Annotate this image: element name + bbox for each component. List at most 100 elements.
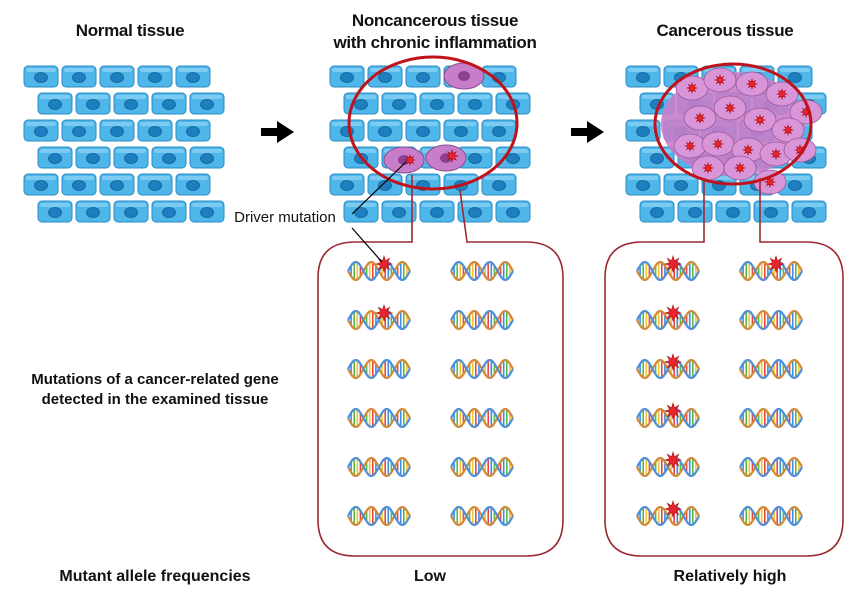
dna-helix xyxy=(347,260,411,282)
row-label-line1: Mutations of a cancer-related gene xyxy=(31,371,279,388)
dna-helix xyxy=(450,456,514,478)
epithelial-cell xyxy=(715,200,751,223)
epithelial-cell xyxy=(625,173,661,196)
driver-mutation-pointer-2 xyxy=(351,227,383,263)
mutation-star xyxy=(685,81,699,95)
normal-tissue xyxy=(23,65,225,223)
driver-mutation-star xyxy=(663,352,683,372)
epithelial-cell xyxy=(443,119,479,142)
mutation-star xyxy=(444,148,460,164)
epithelial-cell xyxy=(189,200,225,223)
epithelial-cell xyxy=(381,92,417,115)
epithelial-cell xyxy=(405,119,441,142)
dna-helix xyxy=(636,260,700,282)
epithelial-cell xyxy=(405,173,441,196)
epithelial-cell xyxy=(639,200,675,223)
dna-helix xyxy=(450,260,514,282)
inflamed-tissue xyxy=(329,55,531,223)
callout-box-high-outline xyxy=(604,178,844,557)
epithelial-cell xyxy=(481,173,517,196)
epithelial-cell xyxy=(151,92,187,115)
dna-helix xyxy=(347,407,411,429)
epithelial-cell xyxy=(457,200,493,223)
driver-mutation-star xyxy=(374,303,394,323)
driver-mutation-star xyxy=(766,254,786,274)
epithelial-cell xyxy=(329,119,365,142)
epithelial-cell xyxy=(329,65,365,88)
epithelial-cell xyxy=(663,173,699,196)
epithelial-cell xyxy=(61,119,97,142)
epithelial-cell xyxy=(137,119,173,142)
epithelial-cell xyxy=(75,146,111,169)
dna-helix xyxy=(739,505,803,527)
epithelial-cell xyxy=(343,200,379,223)
epithelial-cell xyxy=(419,92,455,115)
mutation-star xyxy=(711,137,725,151)
mutation-star xyxy=(769,147,783,161)
epithelial-cell xyxy=(367,119,403,142)
epithelial-cell xyxy=(99,65,135,88)
epithelial-cell xyxy=(791,200,827,223)
dna-helix xyxy=(739,456,803,478)
epithelial-cell xyxy=(151,200,187,223)
epithelial-cell xyxy=(113,200,149,223)
mutation-star xyxy=(683,139,697,153)
epithelial-cell xyxy=(175,173,211,196)
epithelial-cell xyxy=(457,92,493,115)
epithelial-cell xyxy=(189,146,225,169)
epithelial-cell xyxy=(113,92,149,115)
epithelial-cell xyxy=(367,65,403,88)
epithelial-cell xyxy=(329,173,365,196)
mutation-star xyxy=(701,161,715,175)
driver-mutation-star xyxy=(663,254,683,274)
dna-helix xyxy=(347,505,411,527)
epithelial-cell xyxy=(37,146,73,169)
epithelial-cell xyxy=(405,65,441,88)
dna-helix xyxy=(450,309,514,331)
mutation-star xyxy=(741,143,755,157)
epithelial-cell xyxy=(23,65,59,88)
progression-arrow-2 xyxy=(571,121,604,143)
inflammation-circle xyxy=(347,55,519,191)
driver-mutation-star xyxy=(663,401,683,421)
cancerous-tissue-title: Cancerous tissue xyxy=(656,21,794,40)
epithelial-cell xyxy=(75,92,111,115)
epithelial-cell xyxy=(75,200,111,223)
progression-arrow-1 xyxy=(261,121,294,143)
dna-helix xyxy=(739,358,803,380)
epithelial-cell xyxy=(419,200,455,223)
mutation-star xyxy=(693,111,707,125)
driver-mutation-star xyxy=(663,303,683,323)
cancerous-tissue xyxy=(625,62,827,223)
mutation-star xyxy=(745,77,759,91)
row-label-line2: detected in the examined tissue xyxy=(41,391,269,408)
inflamed-tissue-title-line1: Noncancerous tissue xyxy=(351,11,519,30)
epithelial-cell xyxy=(777,173,813,196)
frequency-relatively-high: Relatively high xyxy=(673,568,787,585)
dna-helix xyxy=(739,260,803,282)
dna-grid-low xyxy=(347,254,514,527)
mutation-star xyxy=(733,161,747,175)
epithelial-cell xyxy=(175,119,211,142)
frequency-low: Low xyxy=(414,568,446,585)
epithelial-cell xyxy=(495,146,531,169)
mutation-star xyxy=(403,153,417,167)
epithelial-cell xyxy=(37,92,73,115)
epithelial-cell xyxy=(137,65,173,88)
normal-tissue-title: Normal tissue xyxy=(75,21,185,40)
callout-box-low-outline xyxy=(317,175,564,557)
epithelial-cell xyxy=(61,173,97,196)
epithelial-cell xyxy=(457,146,493,169)
dna-helix xyxy=(347,358,411,380)
epithelial-cell xyxy=(753,200,789,223)
epithelial-cell xyxy=(175,65,211,88)
mutation-star xyxy=(753,113,767,127)
mutation-star xyxy=(713,73,727,87)
dna-helix xyxy=(450,358,514,380)
dna-helix xyxy=(636,309,700,331)
dna-helix xyxy=(347,456,411,478)
epithelial-cell xyxy=(381,200,417,223)
mutation-star xyxy=(723,101,737,115)
epithelial-cell xyxy=(23,119,59,142)
epithelial-cell xyxy=(495,200,531,223)
